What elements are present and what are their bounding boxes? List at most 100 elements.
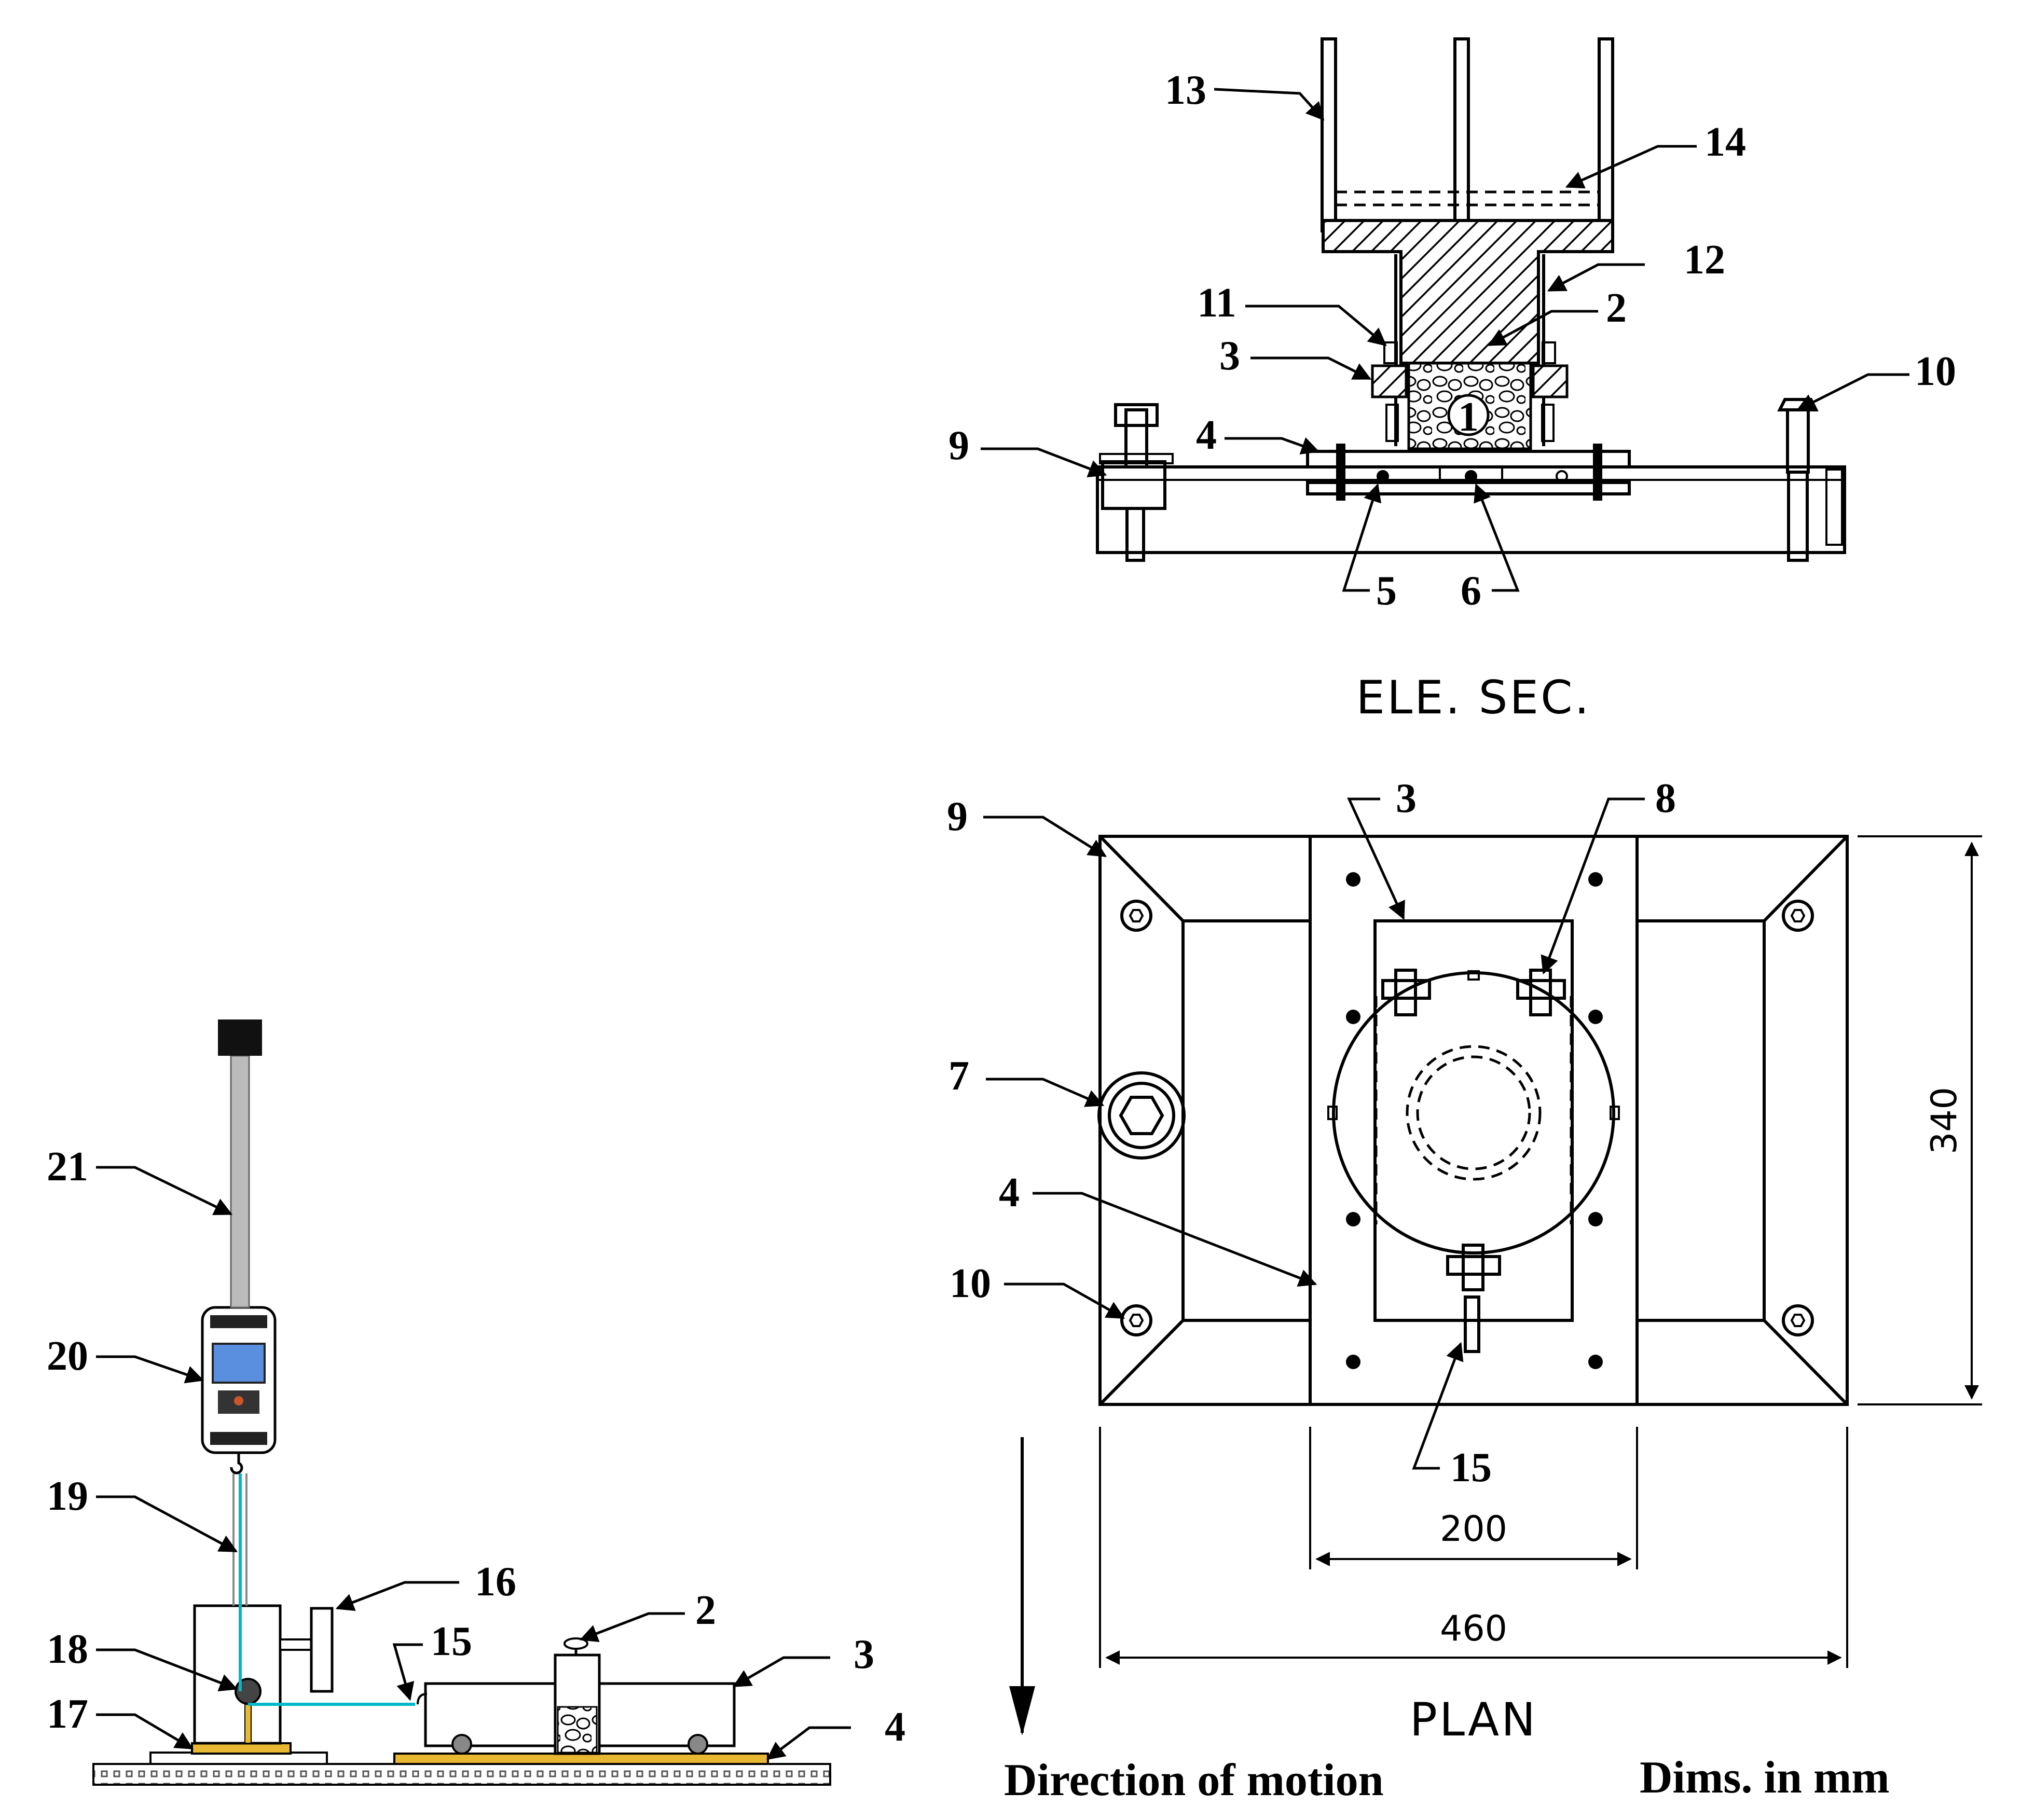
plan-corner-nut-tl xyxy=(1120,900,1152,932)
plan-bolt-7 xyxy=(1346,1355,1360,1369)
leader-plan-7 xyxy=(986,1078,1105,1107)
roller-right xyxy=(1556,470,1568,482)
pulley-stand xyxy=(193,1604,282,1745)
leader-setup-19 xyxy=(96,1495,238,1553)
force-gauge-button xyxy=(234,1396,243,1405)
plan-miter-br xyxy=(1763,1319,1849,1406)
dims-note: Dims. in mm xyxy=(1640,1753,1890,1803)
leader-13 xyxy=(1214,88,1325,121)
callout-plan-15: 15 xyxy=(1450,1445,1492,1491)
hanging-rod xyxy=(230,1055,250,1308)
load-knob xyxy=(563,1637,588,1650)
elevation-caption: ELE. SEC. xyxy=(1356,671,1591,724)
plan-inner-ring-2 xyxy=(1416,1055,1531,1170)
plan-tab-top xyxy=(1467,970,1480,981)
plan-sample-container xyxy=(1332,971,1615,1254)
leader-2 xyxy=(1487,310,1598,347)
plan-clamp-left xyxy=(1381,969,1431,1016)
plan-bolt-5 xyxy=(1346,1212,1360,1226)
leader-9 xyxy=(981,447,1107,478)
callout-elev-12: 12 xyxy=(1684,237,1725,283)
plan-bolt-1 xyxy=(1346,872,1360,887)
plan-miter-tl xyxy=(1098,835,1185,922)
force-gauge-bottom-cap xyxy=(210,1432,267,1445)
leader-plan-9 xyxy=(983,816,1107,858)
leader-plan-15 xyxy=(1412,1342,1464,1470)
box-wheel-left xyxy=(451,1734,472,1755)
callout-setup-17: 17 xyxy=(47,1691,88,1737)
plan-miter-tr xyxy=(1763,835,1849,922)
lower-plate xyxy=(1306,481,1631,495)
plan-tab-right xyxy=(1610,1106,1620,1120)
level-screw-stem-left xyxy=(1124,408,1148,468)
callout-setup-3: 3 xyxy=(854,1632,874,1677)
direction-of-motion-note: Direction of motion xyxy=(1004,1755,1384,1805)
frame-end-right xyxy=(1825,468,1843,546)
leader-setup-3 xyxy=(732,1656,830,1688)
plan-level-screw xyxy=(1097,1071,1186,1160)
plan-corner-nut-bl xyxy=(1120,1304,1152,1336)
leader-setup-17 xyxy=(96,1713,194,1750)
setup-base-plate xyxy=(393,1753,769,1765)
level-screw-foot-right xyxy=(1787,471,1809,562)
plate-bolt-1 xyxy=(1336,444,1345,501)
base-frame xyxy=(1096,465,1846,554)
setup-pulley-base-plate xyxy=(191,1742,292,1755)
callout-setup-2: 2 xyxy=(695,1588,716,1633)
callout-setup-21: 21 xyxy=(47,1144,88,1190)
dim-label-460: 460 xyxy=(1440,1608,1507,1649)
leader-5 xyxy=(1342,483,1382,592)
dim-label-340: 340 xyxy=(1924,1087,1965,1154)
force-gauge-hook xyxy=(230,1453,243,1474)
callout-setup-15: 15 xyxy=(431,1619,472,1664)
callout-plan-10: 10 xyxy=(950,1261,991,1306)
clamp-ring-left xyxy=(1371,364,1408,398)
leader-3 xyxy=(1250,356,1372,380)
load-rod-center xyxy=(1453,37,1470,232)
box-wheel-right xyxy=(688,1734,708,1755)
callout-elev-11: 11 xyxy=(1197,280,1236,326)
plan-caption: PLAN xyxy=(1410,1693,1537,1746)
leader-11 xyxy=(1245,305,1387,347)
plan-base-plate xyxy=(1309,835,1639,1406)
crank-arm xyxy=(279,1638,312,1651)
load-rod-left xyxy=(1321,37,1337,232)
level-screw-washer-left xyxy=(1099,453,1174,464)
level-screw-foot-left xyxy=(1125,507,1145,562)
level-screw-stem-right xyxy=(1786,408,1810,474)
shear-box-sample xyxy=(557,1706,598,1754)
callout-plan-8: 8 xyxy=(1655,776,1676,821)
dim-label-200: 200 xyxy=(1440,1509,1507,1550)
plan-corner-nut-br xyxy=(1782,1304,1814,1336)
load-rod-right xyxy=(1598,37,1614,232)
callout-plan-7: 7 xyxy=(948,1053,969,1099)
callout-setup-19: 19 xyxy=(47,1473,88,1519)
bolt-left-upper xyxy=(1383,341,1398,364)
level-screw-head-left xyxy=(1114,403,1159,427)
callout-elev-10: 10 xyxy=(1915,349,1956,394)
clamp-ring-right xyxy=(1532,364,1569,398)
leader-6 xyxy=(1474,483,1520,592)
leader-plan-4 xyxy=(1033,1192,1317,1287)
callout-plan-9: 9 xyxy=(947,794,968,839)
force-gauge-top-cap xyxy=(210,1315,267,1328)
plan-clamp-right xyxy=(1516,969,1566,1016)
plan-view: 340 200 460 9 3 8 7 4 10 15 PLAN Directi… xyxy=(947,776,1982,1805)
leader-plan-8 xyxy=(1541,797,1645,975)
bolt-right-upper xyxy=(1542,341,1556,364)
callout-plan-3: 3 xyxy=(1396,776,1417,821)
plan-bolt-4 xyxy=(1588,1010,1603,1024)
plan-bolt-6 xyxy=(1588,1212,1603,1226)
ground-floor xyxy=(92,1763,831,1786)
test-setup-view: 21 20 19 16 2 15 3 18 17 4 xyxy=(47,1019,905,1786)
callout-elev-13: 13 xyxy=(1165,67,1206,113)
level-screw-housing-left xyxy=(1101,460,1166,510)
callout-setup-16: 16 xyxy=(475,1559,516,1605)
leader-plan-10 xyxy=(1004,1283,1125,1319)
callout-elev-2: 2 xyxy=(1606,285,1627,331)
leader-setup-16 xyxy=(335,1581,459,1611)
callout-elev-3: 3 xyxy=(1219,333,1240,379)
base-plate xyxy=(1306,450,1631,468)
leader-setup-2 xyxy=(579,1612,685,1643)
